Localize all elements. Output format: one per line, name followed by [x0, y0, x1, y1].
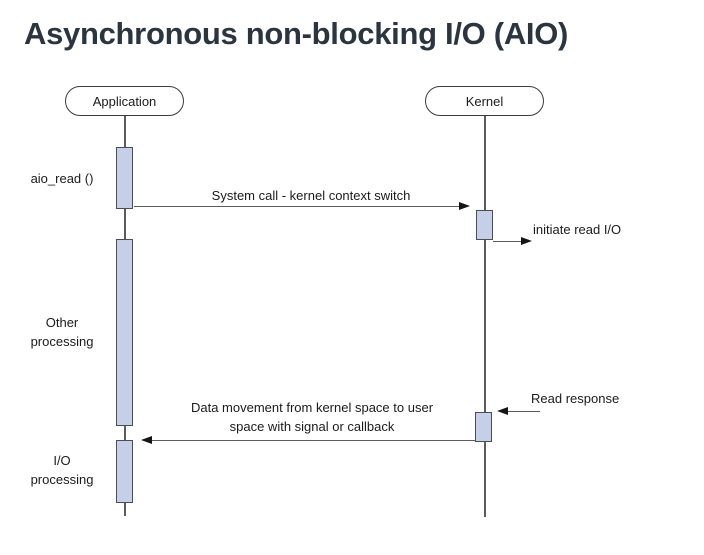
actor-kernel: Kernel: [425, 86, 544, 116]
arrow-initiate-read-line: [493, 241, 523, 242]
arrow-system-call-head-icon: [459, 202, 470, 210]
label-io-processing: I/O processing: [30, 453, 94, 487]
message-read-response: Read response: [531, 391, 620, 406]
arrow-data-movement-line: [151, 440, 475, 441]
arrow-read-response-line: [506, 411, 540, 412]
message-system-call: System call - kernel context switch: [211, 188, 411, 203]
actor-application: Application: [65, 86, 184, 116]
activation-aio-read: [116, 147, 133, 209]
lifeline-kernel: [484, 116, 486, 517]
message-initiate-read: initiate read I/O: [533, 222, 622, 237]
activation-io-processing: [116, 440, 133, 503]
arrow-read-response-head-icon: [497, 407, 508, 415]
arrow-data-movement-head-icon: [141, 436, 152, 444]
actor-kernel-label: Kernel: [465, 93, 504, 109]
arrow-system-call-line: [134, 206, 462, 207]
activation-kernel-initiate: [476, 210, 493, 240]
arrow-initiate-read-head-icon: [521, 237, 532, 245]
activation-other-processing: [116, 239, 133, 426]
page-title: Asynchronous non-blocking I/O (AIO): [24, 16, 569, 51]
activation-kernel-read-response: [475, 412, 492, 442]
label-aio-read: aio_read (): [30, 171, 94, 186]
message-data-movement: Data movement from kernel space to user …: [190, 400, 434, 434]
label-other-processing: Other processing: [30, 315, 94, 349]
actor-application-label: Application: [92, 93, 157, 109]
